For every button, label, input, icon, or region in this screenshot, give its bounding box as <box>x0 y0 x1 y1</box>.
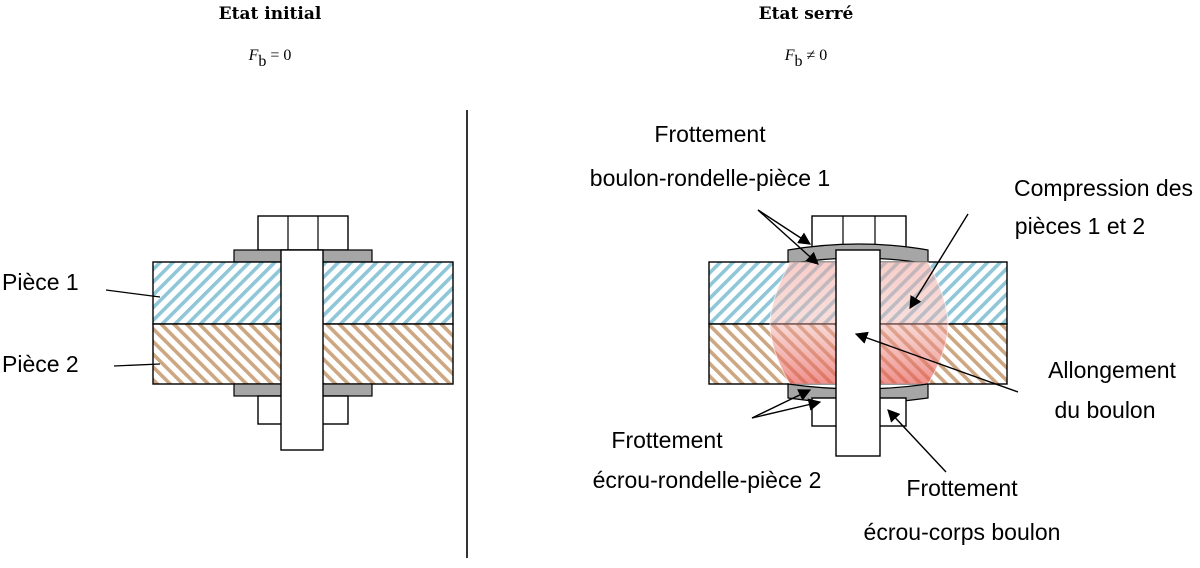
label-allongement-line2: du boulon <box>1054 397 1155 423</box>
arrow-frottement-ecrou-1 <box>751 389 812 419</box>
label-compression-line1: Compression des <box>1014 175 1193 201</box>
label-allongement-line1: Allongement <box>1048 357 1176 383</box>
label-frottement-ecrou-line1: Frottement <box>611 427 723 453</box>
left-panel-title: Etat initial <box>219 4 322 24</box>
right-force-equation: Fb≠ 0 <box>784 47 828 70</box>
left-assembly: Pièce 1 Pièce 2 <box>2 215 454 451</box>
arrow-frottement-boulon-2 <box>757 209 819 265</box>
label-frottement-boulon-line2: boulon-rondelle-pièce 1 <box>590 165 830 191</box>
arrow-frottement-ecrou-2 <box>751 398 822 419</box>
right-title-block: Etat serré Fb≠ 0 <box>759 4 854 70</box>
label-frottement-corps-line2: écrou-corps boulon <box>864 519 1061 545</box>
arrow-compression <box>909 213 969 310</box>
left-bolt-shank <box>280 249 324 451</box>
left-bolt-head <box>257 215 349 251</box>
label-frottement-ecrou-line2: écrou-rondelle-pièce 2 <box>593 467 822 493</box>
right-panel-title: Etat serré <box>759 4 854 24</box>
label-frottement-boulon-line1: Frottement <box>654 121 766 147</box>
right-assembly: Frottement boulon-rondelle-pièce 1 Compr… <box>590 121 1193 545</box>
arrow-allongement <box>854 331 1019 393</box>
arrow-frottement-corps <box>887 409 947 473</box>
label-frottement-corps-line1: Frottement <box>906 475 1018 501</box>
left-title-block: Etat initial Fb= 0 <box>219 4 322 70</box>
arrow-frottement-boulon-1 <box>757 209 812 245</box>
label-piece-2: Pièce 2 <box>2 351 79 377</box>
label-piece-1: Pièce 1 <box>2 269 79 295</box>
left-force-equation: Fb= 0 <box>248 47 292 70</box>
label-compression-line2: pièces 1 et 2 <box>1015 213 1145 239</box>
right-bolt-shank <box>835 249 881 457</box>
